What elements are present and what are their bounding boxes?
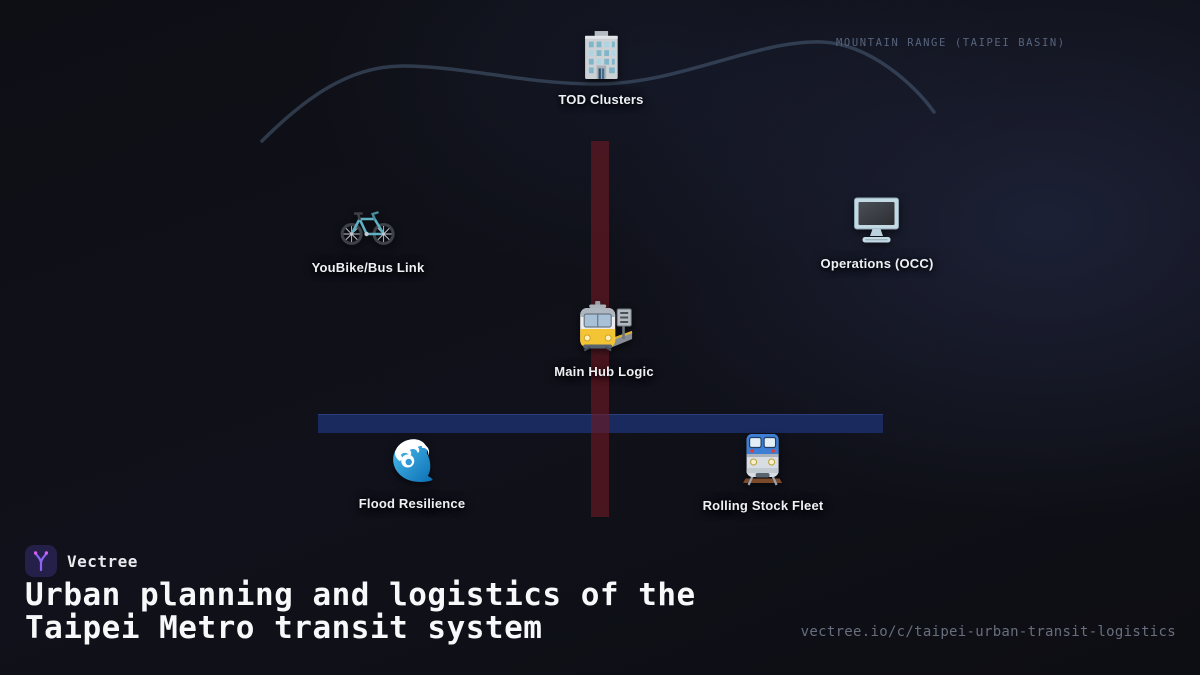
office-building-icon	[578, 30, 624, 80]
node-rolling-stock-fleet[interactable]: Rolling Stock Fleet	[703, 432, 824, 513]
mountain-range-annotation: MOUNTAIN RANGE (TAIPEI BASIN)	[836, 37, 1066, 49]
share-url: vectree.io/c/taipei-urban-transit-logist…	[800, 624, 1176, 640]
node-label: TOD Clusters	[558, 92, 644, 107]
node-label: Operations (OCC)	[820, 256, 934, 271]
bicycle-icon	[340, 206, 396, 248]
vectree-logo	[25, 545, 57, 577]
train-icon	[740, 432, 786, 486]
node-label: Flood Resilience	[358, 496, 466, 511]
node-label: Rolling Stock Fleet	[702, 498, 824, 513]
node-label: YouBike/Bus Link	[311, 260, 425, 275]
node-tod-clusters[interactable]: TOD Clusters	[558, 30, 643, 107]
water-wave-icon	[387, 434, 437, 484]
metro-station-icon	[576, 300, 633, 352]
brand: Vectree	[25, 545, 138, 577]
page-title: Urban planning and logistics of the Taip…	[25, 577, 696, 646]
node-youbike-bus-link[interactable]: YouBike/Bus Link	[312, 206, 425, 275]
brand-name: Vectree	[67, 551, 138, 571]
node-flood-resilience[interactable]: Flood Resilience	[359, 434, 466, 511]
desktop-computer-icon	[852, 197, 902, 244]
node-label: Main Hub Logic	[554, 364, 654, 379]
node-main-hub-logic[interactable]: Main Hub Logic	[554, 300, 654, 379]
node-operations-occ[interactable]: Operations (OCC)	[821, 197, 934, 271]
